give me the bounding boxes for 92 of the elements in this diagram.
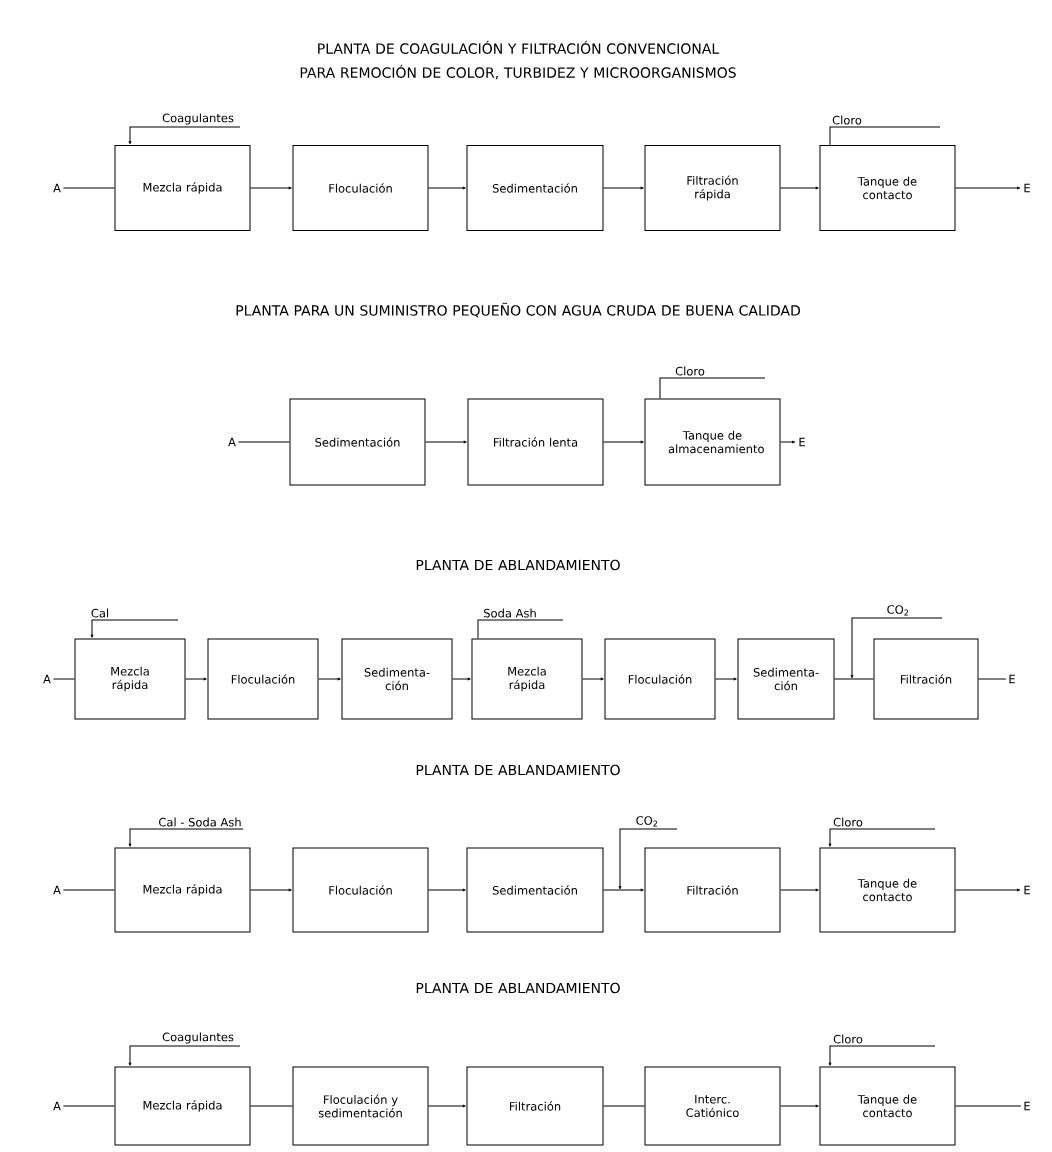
process-box: Filtración bbox=[466, 1066, 604, 1146]
arrow bbox=[955, 186, 1021, 190]
feed-label: CO$_{2}$ bbox=[887, 605, 909, 616]
connector-line bbox=[477, 619, 564, 639]
process-box: Mezcla rápida bbox=[114, 145, 251, 231]
arrow bbox=[603, 186, 644, 190]
section-heading: PLANTA DE ABLANDAMIENTO bbox=[416, 982, 620, 994]
process-box: Filtración bbox=[873, 638, 979, 720]
arrow bbox=[128, 1045, 241, 1066]
arrow bbox=[428, 888, 466, 892]
arrow bbox=[128, 126, 241, 145]
arrow bbox=[780, 888, 819, 892]
arrow bbox=[715, 677, 737, 681]
feed-label: Cloro bbox=[833, 817, 863, 827]
arrow bbox=[318, 677, 341, 681]
process-box: Filtración rápida bbox=[644, 145, 781, 231]
feed-label: Cal - Soda Ash bbox=[159, 817, 241, 827]
connector-line bbox=[834, 678, 874, 680]
process-box: Mezcla rápida bbox=[471, 638, 583, 720]
connector-line bbox=[237, 441, 290, 443]
process-box: Sedimentación bbox=[289, 398, 426, 486]
process-box: Sedimentación bbox=[466, 145, 604, 231]
process-box: Interc. Catiónico bbox=[644, 1066, 781, 1146]
arrow bbox=[428, 1104, 466, 1108]
terminal-label: A bbox=[53, 183, 61, 193]
process-box: Tanque de contacto bbox=[819, 145, 956, 231]
connector-line bbox=[829, 126, 941, 146]
feed-label: Soda Ash bbox=[484, 608, 536, 618]
arrow bbox=[780, 440, 796, 444]
arrow bbox=[250, 186, 292, 190]
connector-line bbox=[52, 678, 75, 680]
process-box: Mezcla rápida bbox=[114, 1066, 251, 1146]
feed-label: Cloro bbox=[832, 115, 862, 125]
connector-line bbox=[62, 1105, 115, 1107]
connector-line bbox=[250, 1105, 293, 1107]
feed-label: Coagulantes bbox=[162, 113, 234, 125]
process-box: Filtración bbox=[644, 847, 781, 933]
process-box: Floculación y sedimentación bbox=[292, 1066, 429, 1146]
process-box: Floculación bbox=[207, 638, 319, 720]
feed-label: Coagulantes bbox=[162, 1032, 234, 1044]
terminal-label: E bbox=[1024, 885, 1030, 895]
connector-line bbox=[978, 678, 1007, 680]
connector-line bbox=[603, 1105, 645, 1107]
process-box: Mezcla rápida bbox=[74, 638, 186, 720]
terminal-label: A bbox=[43, 674, 51, 684]
arrow bbox=[250, 888, 292, 892]
section-heading: PLANTA DE COAGULACIÓN Y FILTRACIÓN CONVENCIONAL PARA REMOCIÓN DE COLOR, TURBIDEZ Y MICROORGANISMOS bbox=[300, 40, 736, 80]
process-box: Sedimenta- ción bbox=[341, 638, 453, 720]
process-box: Floculación bbox=[604, 638, 716, 720]
arrow bbox=[780, 186, 819, 190]
feed-label: Cal bbox=[91, 608, 109, 618]
arrow bbox=[185, 677, 207, 681]
process-box: Filtración lenta bbox=[467, 398, 604, 486]
arrow bbox=[955, 888, 1021, 892]
connector-line bbox=[955, 1105, 1022, 1107]
section-heading: PLANTA DE ABLANDAMIENTO bbox=[416, 764, 620, 776]
terminal-label: E bbox=[1024, 1101, 1030, 1111]
arrow bbox=[90, 619, 179, 638]
connector-line bbox=[62, 187, 115, 189]
process-box: Tanque de contacto bbox=[819, 1066, 956, 1146]
terminal-label: E bbox=[1024, 183, 1030, 193]
connector-line bbox=[62, 889, 115, 891]
arrow bbox=[828, 1045, 936, 1066]
process-box: Floculación bbox=[292, 847, 429, 933]
terminal-label: A bbox=[228, 437, 236, 447]
process-box: Tanque de contacto bbox=[819, 847, 956, 933]
arrow bbox=[128, 828, 244, 847]
arrow bbox=[603, 440, 644, 444]
process-box: Sedimentación bbox=[466, 847, 604, 933]
arrow bbox=[603, 888, 644, 892]
process-box: Floculación bbox=[292, 145, 429, 231]
terminal-label: A bbox=[53, 885, 61, 895]
terminal-label: E bbox=[1009, 674, 1015, 684]
feed-label: Cloro bbox=[675, 366, 705, 376]
feed-label: CO$_{2}$ bbox=[636, 816, 658, 827]
process-box: Tanque de almacenamiento bbox=[644, 398, 781, 486]
arrow bbox=[850, 617, 943, 679]
process-box: Sedimenta- ción bbox=[737, 638, 835, 720]
section-heading: PLANTA PARA UN SUMINISTRO PEQUEÑO CON AGUA CRUDA DE BUENA CALIDAD bbox=[236, 302, 800, 318]
terminal-label: E bbox=[799, 437, 805, 447]
arrow bbox=[582, 677, 604, 681]
arrow bbox=[780, 1104, 819, 1108]
process-box: Mezcla rápida bbox=[114, 847, 251, 933]
arrow bbox=[425, 440, 467, 444]
arrow bbox=[618, 828, 678, 890]
terminal-label: A bbox=[53, 1101, 61, 1111]
arrow bbox=[452, 677, 471, 681]
arrow bbox=[428, 186, 466, 190]
feed-label: Cloro bbox=[833, 1034, 863, 1044]
section-heading: PLANTA DE ABLANDAMIENTO bbox=[416, 559, 620, 571]
arrow bbox=[828, 828, 936, 847]
connector-line bbox=[659, 377, 766, 399]
